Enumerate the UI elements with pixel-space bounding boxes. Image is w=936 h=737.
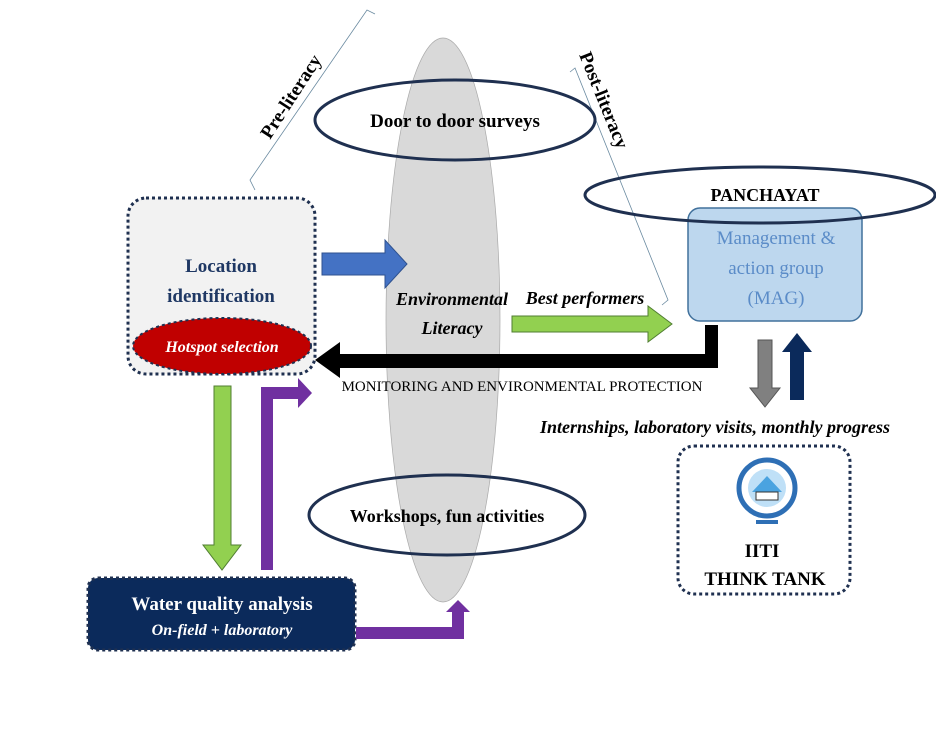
black-feedback-arrow [315, 325, 718, 378]
panchayat-ellipse [583, 165, 936, 225]
mag-box [687, 207, 863, 322]
door-surveys-label: Door to door surveys [370, 111, 540, 132]
environmental-literacy-lens [385, 37, 501, 603]
blue-right-arrow [321, 238, 408, 290]
mag-label-3: (MAG) [748, 288, 805, 309]
workshops-ellipse [307, 473, 587, 557]
location-label-2: identification [167, 286, 275, 307]
post-literacy-bracket [569, 67, 669, 306]
iiti-logo [736, 457, 798, 524]
gray-down-arrow [748, 339, 782, 408]
water-quality-box [86, 576, 357, 652]
pre-literacy-bracket [249, 9, 376, 191]
env-literacy-label-1: Environmental [395, 289, 508, 309]
monitoring-label: MONITORING AND ENVIRONMENTAL PROTECTION [342, 379, 703, 395]
best-performers-label: Best performers [525, 288, 645, 308]
location-label-1: Location [185, 256, 257, 277]
hotspot-label: Hotspot selection [164, 339, 278, 356]
navy-up-arrow [782, 333, 812, 400]
env-literacy-label-2: Literacy [421, 318, 484, 338]
workshops-label: Workshops, fun activities [350, 506, 545, 526]
pre-literacy-label: Pre-literacy [257, 51, 327, 143]
internships-label: Internships, laboratory visits, monthly … [539, 417, 890, 437]
mag-label-1: Management & [717, 228, 836, 249]
green-down-arrow [201, 385, 243, 571]
purple-right-up-arrow [356, 600, 470, 639]
green-right-arrow [511, 305, 673, 343]
water-quality-label: Water quality analysis [131, 594, 312, 615]
purple-up-right-arrow [261, 378, 312, 570]
water-quality-sublabel: On-field + laboratory [152, 622, 294, 639]
mag-label-2: action group [728, 258, 824, 279]
panchayat-label: PANCHAYAT [710, 185, 819, 205]
door-surveys-ellipse [313, 78, 597, 162]
hotspot-ellipse [132, 317, 312, 375]
think-tank-label: THINK TANK [704, 569, 825, 590]
iiti-label: IITI [745, 541, 780, 562]
